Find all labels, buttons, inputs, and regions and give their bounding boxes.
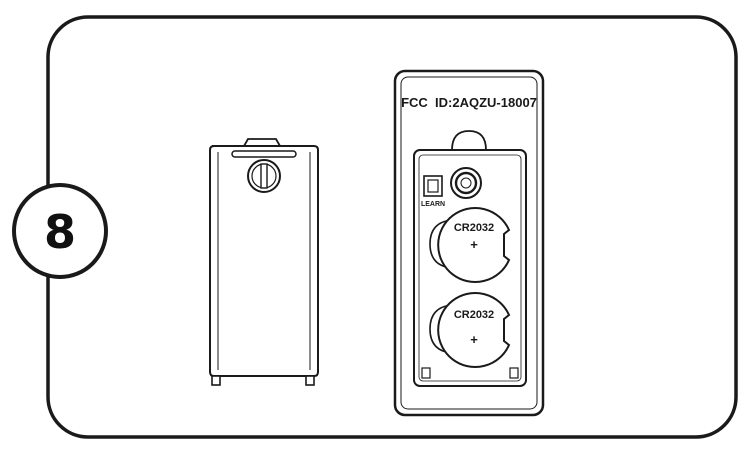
battery-cover-foot-left [211, 375, 221, 386]
battery-compartment [413, 149, 527, 387]
screw-slot [260, 163, 268, 189]
battery-model-label: CR2032 [454, 222, 494, 234]
battery-holder-clip [429, 219, 453, 269]
fcc-id-label: FCC ID:2AQZU-18007 [401, 95, 537, 110]
battery-cover-tab [243, 138, 281, 147]
battery-compartment-inner [418, 154, 522, 382]
battery-slot-2: CR2032 + [429, 292, 511, 368]
led-lens-ring [454, 171, 478, 195]
coin-cell-battery [437, 207, 511, 283]
battery-cover-body [209, 145, 319, 377]
coin-cell-battery [437, 292, 511, 368]
battery-slot-1: CR2032 + [429, 207, 511, 283]
battery-cover-foot-right [305, 375, 315, 386]
learn-label: LEARN [421, 201, 445, 208]
battery-model-label: CR2032 [454, 309, 494, 321]
compartment-latch-right [509, 367, 519, 379]
step-number: 8 [44, 205, 76, 259]
battery-cover-slot [231, 150, 297, 158]
diagram-frame [46, 15, 738, 439]
step-badge-circle [12, 183, 108, 279]
device-housing-inner [400, 76, 538, 410]
battery-compartment-notch [451, 130, 487, 151]
learn-button-face [427, 179, 439, 193]
learn-button [423, 175, 443, 197]
device-back: FCC ID:2AQZU-18007 LEARN CR2032 + CR2032… [393, 69, 545, 417]
battery-cover [209, 138, 319, 386]
battery-holder-clip [429, 304, 453, 354]
battery-polarity-label: + [470, 237, 478, 252]
compartment-latch-left [421, 367, 431, 379]
led-lens-center [460, 177, 472, 189]
step-badge: 8 [12, 183, 108, 279]
battery-polarity-label: + [470, 332, 478, 347]
